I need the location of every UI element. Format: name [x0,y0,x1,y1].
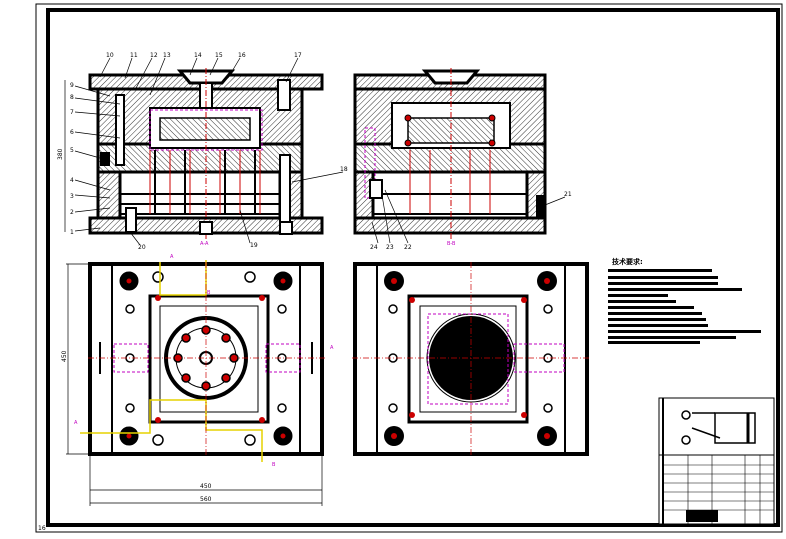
part-label-10: 10 [106,52,114,59]
front-section-view [64,57,344,246]
part-label-21: 21 [564,191,572,198]
sheet-mark: 16 [38,525,46,532]
part-label-19: 19 [250,242,258,249]
part-label-9: 9 [70,82,74,89]
part-label-11: 11 [130,52,138,59]
part-label-1: 1 [70,229,74,236]
cut-letter-b-top: B [207,290,211,296]
dim-side: 450 [61,350,68,362]
technical-requirements [608,269,761,344]
part-label-3: 3 [70,193,74,200]
part-label-12: 12 [150,52,158,59]
part-label-17: 17 [294,52,302,59]
part-label-20: 20 [138,244,146,251]
dim-width-outer: 560 [200,496,212,503]
inner-frame [46,8,780,527]
section-label-right: B-B [447,241,456,247]
part-label-5: 5 [70,147,74,154]
dim-width-inner: 450 [200,483,212,490]
part-label-7: 7 [70,109,74,116]
title-block [658,397,775,525]
part-label-14: 14 [194,52,202,59]
part-label-24: 24 [370,244,378,251]
part-label-13: 13 [163,52,171,59]
part-label-4: 4 [70,177,74,184]
dim-height: 380 [57,148,64,160]
moving-half-plan-view [352,262,590,456]
part-label-23: 23 [386,244,394,251]
cut-letter-b-bottom: B [272,462,276,468]
part-label-2: 2 [70,209,74,216]
part-label-18: 18 [340,166,348,173]
cut-letter-b-right: A [330,345,334,351]
side-section-view [353,68,566,244]
part-label-16: 16 [238,52,246,59]
part-label-8: 8 [70,94,74,101]
part-label-15: 15 [215,52,223,59]
fixed-half-plan-view [66,260,325,506]
tech-requirements-title: 技术要求: [612,257,643,266]
part-label-6: 6 [70,129,74,136]
section-label-left: A-A [200,241,209,247]
cut-letter-a-left: A [74,420,78,426]
cut-letter-a-top: A [170,254,174,260]
part-number-labels: 1 2 3 4 5 6 7 8 9 10 11 12 13 14 15 16 1… [70,52,572,251]
part-label-22: 22 [404,244,412,251]
outer-border [35,3,783,533]
